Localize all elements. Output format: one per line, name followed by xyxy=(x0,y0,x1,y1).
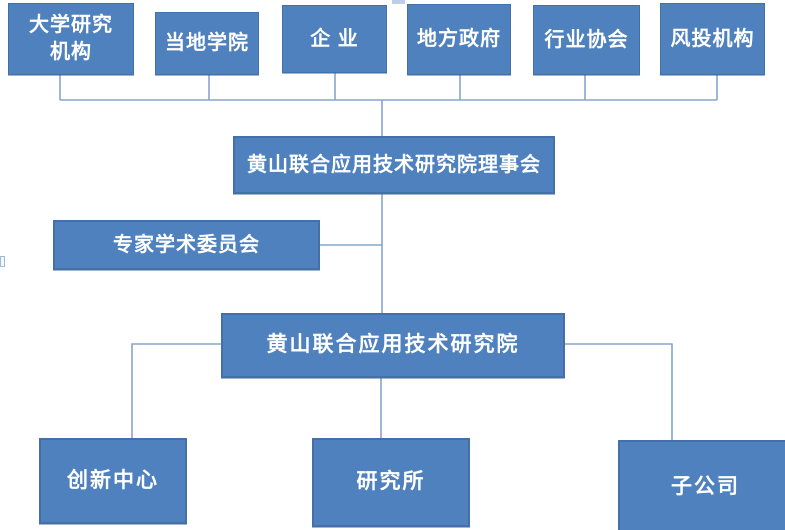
node-research-institute-main[interactable]: 黄山联合应用技术研究院 xyxy=(221,313,565,378)
node-local-government[interactable]: 地方政府 xyxy=(407,4,511,75)
connector-institute-to-innovation xyxy=(131,343,221,438)
top-edge-artifact xyxy=(392,0,405,4)
node-expert-academic-committee[interactable]: 专家学术委员会 xyxy=(53,220,320,270)
node-local-colleges[interactable]: 当地学院 xyxy=(155,12,259,75)
node-university-research-institutions[interactable]: 大学研究 机构 xyxy=(8,3,134,75)
node-venture-capital-institutions[interactable]: 风投机构 xyxy=(660,3,765,75)
node-research-institutes[interactable]: 研究所 xyxy=(312,438,470,527)
node-subsidiary[interactable]: 子公司 xyxy=(618,440,785,530)
selection-handle-artifact xyxy=(0,256,5,267)
node-enterprises[interactable]: 企 业 xyxy=(282,5,387,73)
node-industry-associations[interactable]: 行业协会 xyxy=(533,5,640,75)
node-board-of-directors[interactable]: 黄山联合应用技术研究院理事会 xyxy=(233,136,555,194)
node-innovation-center[interactable]: 创新中心 xyxy=(39,438,187,524)
connector-institute-to-subsidiary xyxy=(565,343,673,440)
